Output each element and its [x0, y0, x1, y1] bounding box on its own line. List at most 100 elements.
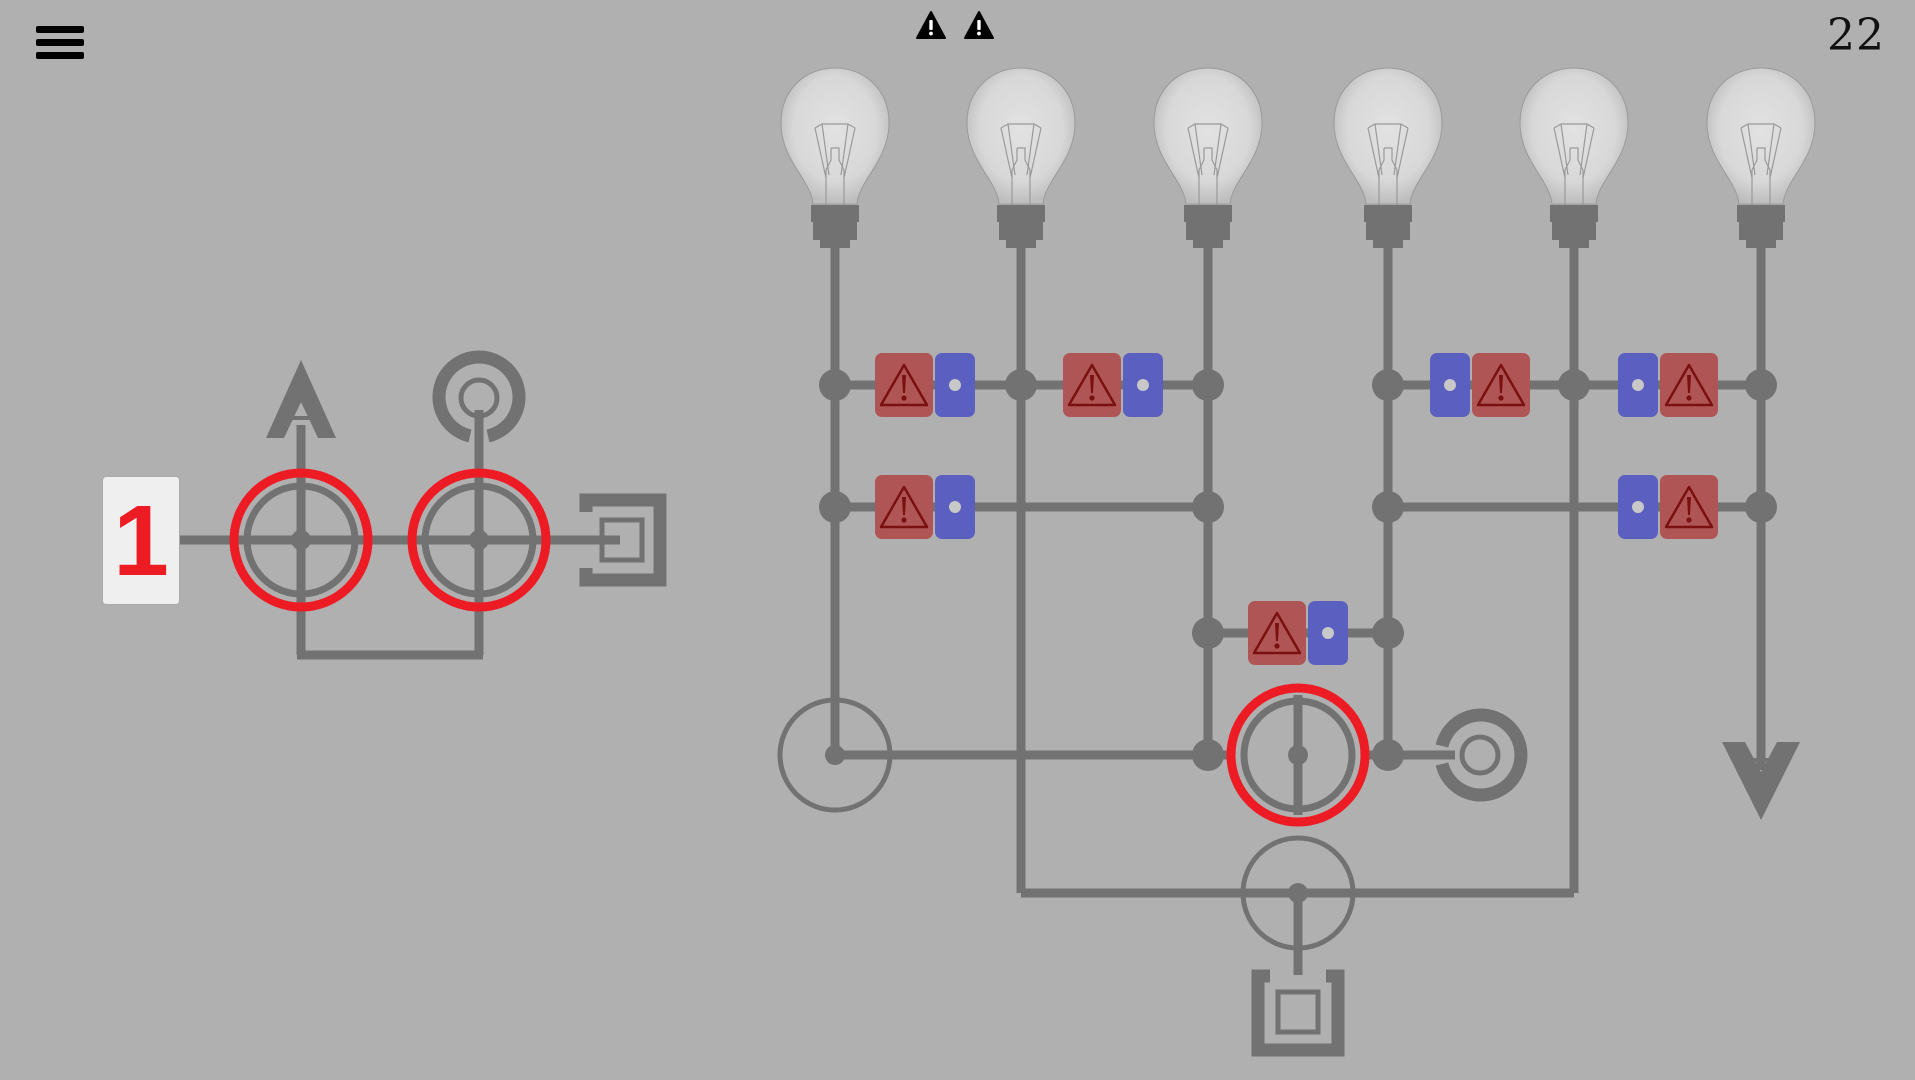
warning-icon-bar — [1275, 623, 1279, 641]
switch-center[interactable] — [1226, 683, 1370, 827]
warning-icon-dot — [1686, 395, 1692, 401]
warning-icon-bar — [1499, 375, 1503, 393]
bulb-filament — [814, 123, 856, 205]
left-switch-1[interactable] — [229, 468, 373, 612]
junction-node[interactable] — [1745, 369, 1777, 401]
light-bulb — [1333, 67, 1443, 248]
switch-left[interactable] — [777, 697, 893, 813]
gate-dot — [1137, 379, 1149, 391]
warning-icon — [1664, 363, 1714, 407]
bulb-socket — [1184, 205, 1232, 248]
light-bulb — [1519, 67, 1629, 248]
junction-node[interactable] — [1192, 739, 1224, 771]
bulb-glass — [1706, 67, 1816, 205]
warning-icon-dot — [1686, 517, 1692, 523]
bulb-filament — [1187, 123, 1229, 205]
junction-node[interactable] — [1192, 369, 1224, 401]
move-counter: 22 — [1827, 10, 1885, 61]
square-inner — [599, 517, 645, 563]
gate-4[interactable] — [1430, 353, 1530, 417]
gate-2[interactable] — [1063, 353, 1163, 417]
bulb-socket — [1737, 205, 1785, 248]
switch-hub — [825, 745, 845, 765]
switch-highlight — [1226, 683, 1370, 827]
hamburger-menu-icon-bar — [36, 39, 84, 46]
bulb-glass — [780, 67, 890, 205]
warning-icon-dot — [1274, 643, 1280, 649]
junction-node[interactable] — [1192, 491, 1224, 523]
warning-icon-dot — [901, 517, 907, 523]
gate-3[interactable] — [875, 475, 975, 539]
junction-node[interactable] — [1372, 739, 1404, 771]
warning-icon — [879, 485, 929, 529]
menu-button[interactable] — [36, 26, 84, 64]
junction-node[interactable] — [1558, 369, 1590, 401]
switch-bottom[interactable] — [1240, 835, 1356, 951]
switch-hub — [1288, 883, 1308, 903]
light-bulb — [1706, 67, 1816, 248]
bulb-socket — [811, 205, 859, 248]
switch-ring — [1240, 697, 1356, 813]
switch-highlight — [407, 468, 551, 612]
bulb-glass — [966, 67, 1076, 205]
junction-node[interactable] — [819, 491, 851, 523]
junction-node[interactable] — [1005, 369, 1037, 401]
junction-node[interactable] — [1372, 369, 1404, 401]
bulb-glass — [1519, 67, 1629, 205]
warning-icon-bar — [1687, 375, 1691, 393]
light-bulb — [966, 67, 1076, 248]
gate-7[interactable] — [1248, 601, 1348, 665]
bulbs-layer — [780, 67, 1816, 248]
switch-ring — [421, 482, 537, 598]
gate-1[interactable] — [875, 353, 975, 417]
bulb-socket — [1364, 205, 1412, 248]
bulb-socket — [1550, 205, 1598, 248]
terminal-ring-right[interactable] — [1435, 708, 1528, 802]
junction-node[interactable] — [1372, 617, 1404, 649]
warning-triangle-icon — [964, 11, 994, 39]
terminal-arrow-down-inner — [1746, 758, 1776, 782]
nodes-layer — [229, 369, 1777, 951]
junction-node[interactable] — [1192, 617, 1224, 649]
switch-ring — [243, 482, 359, 598]
gates-layer — [875, 353, 1718, 665]
bulb-filament — [1740, 123, 1782, 205]
warning-icon-dot — [1498, 395, 1504, 401]
terminal-square-bottom[interactable] — [1251, 969, 1345, 1057]
square-outer — [579, 493, 667, 587]
warning-icon — [1252, 611, 1302, 655]
square-outer — [1251, 969, 1345, 1057]
gate-dot — [1632, 379, 1644, 391]
junction-node[interactable] — [819, 369, 851, 401]
gate-5[interactable] — [1618, 353, 1718, 417]
junction-node[interactable] — [1372, 491, 1404, 523]
terminal-ring-left[interactable] — [432, 350, 526, 443]
terminal-square-left[interactable] — [579, 493, 667, 587]
switch-highlight — [229, 468, 373, 612]
gate-dot — [1632, 501, 1644, 513]
bulb-glass — [1333, 67, 1443, 205]
terminals-layer — [266, 350, 1800, 1057]
switch-ring — [777, 697, 893, 813]
gate-dot — [949, 501, 961, 513]
gate-6[interactable] — [1618, 475, 1718, 539]
gate-dot — [1444, 379, 1456, 391]
hamburger-menu-icon-bar — [36, 52, 84, 59]
number-card[interactable]: 1 — [103, 477, 179, 604]
switch-hub — [1288, 745, 1308, 765]
warning-indicators — [915, 10, 995, 40]
gate-dot — [949, 379, 961, 391]
warning-icon-bar — [902, 375, 906, 393]
terminal-arrow-up-inner — [285, 394, 317, 420]
ring-outer — [432, 350, 526, 443]
junction-node[interactable] — [1745, 491, 1777, 523]
warning-icon-dot — [1089, 395, 1095, 401]
ring-inner — [458, 377, 500, 419]
warning-triangle-icon — [916, 11, 946, 39]
bulb-filament — [1553, 123, 1595, 205]
light-bulb — [1153, 67, 1263, 248]
left-switch-2[interactable] — [407, 468, 551, 612]
bulb-filament — [1367, 123, 1409, 205]
switch-ring — [1240, 835, 1356, 951]
